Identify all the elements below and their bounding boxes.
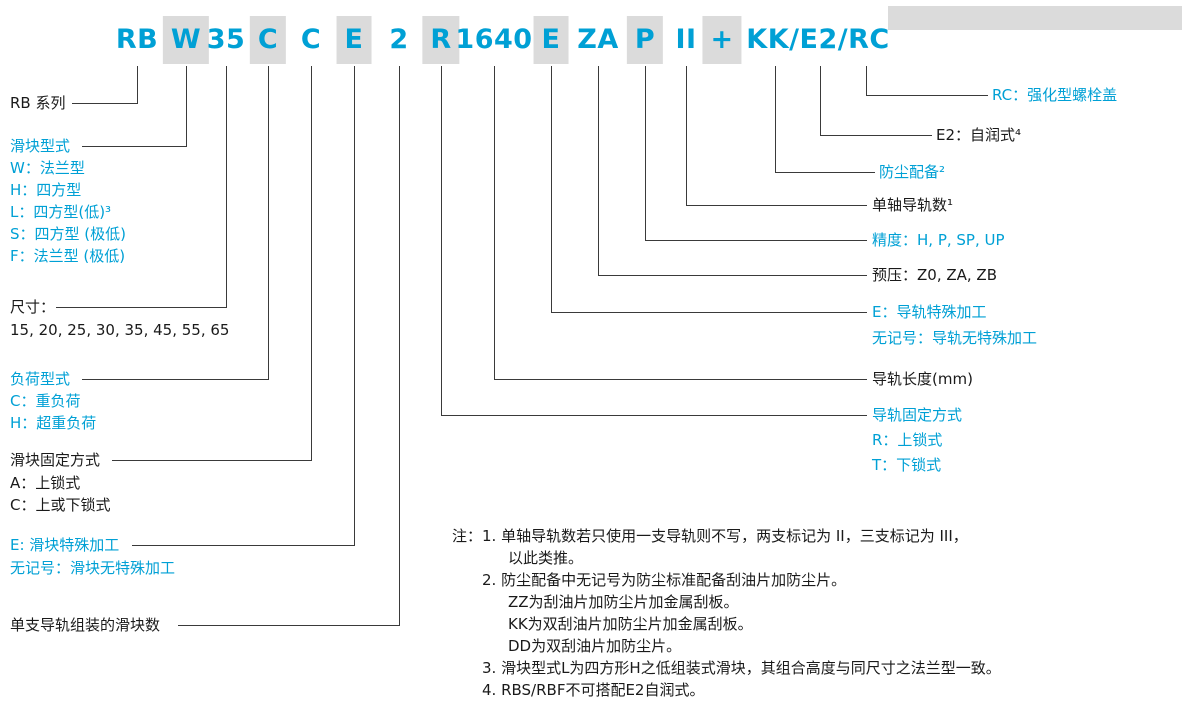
connector-rail-fixing-hline: [441, 415, 867, 416]
label-slider-fixing-opt-c: C：上或下锁式: [10, 496, 111, 514]
code-segment-preload: ZA: [577, 24, 619, 55]
connector-rc-vline: [866, 66, 867, 95]
label-slider-count-title: 单支导轨组装的滑块数: [10, 616, 161, 634]
connector-slider-fixing-vline: [311, 66, 312, 460]
label-rail-special-title: E：导轨特殊加工: [872, 303, 987, 321]
code-segment-slider-fixing: C: [300, 24, 322, 55]
label-slider-type-opt-h: H：四方型: [10, 181, 82, 199]
label-slider-fixing-title: 滑块固定方式: [10, 451, 101, 469]
label-series-title: RB 系列: [10, 94, 66, 112]
note-1-line-1: 1. 单轴导轨数若只使用一支导轨则不写，两支标记为 II，三支标记为 III，: [482, 527, 968, 545]
code-segment-options: KK/E2/RC: [746, 24, 890, 55]
connector-rail-special-hline: [551, 312, 867, 313]
label-self-lubrication: E2：自润式⁴: [936, 126, 1022, 144]
label-rail-special-none: 无记号：导轨无特殊加工: [872, 329, 1038, 347]
code-segment-rail-special: E: [533, 16, 569, 64]
label-bolt-cap: RC：强化型螺栓盖: [992, 86, 1118, 104]
note-2-line-4: DD为双刮油片加防尘片。: [508, 637, 682, 655]
connector-rail-special-vline: [551, 66, 552, 312]
code-segment-precision: P: [626, 16, 664, 64]
label-size-values: 15, 20, 25, 30, 35, 45, 55, 65: [10, 321, 230, 339]
connector-precision-hline: [645, 240, 867, 241]
label-load-type-title: 负荷型式: [10, 370, 71, 388]
code-segment-rail-fixing: R: [422, 16, 460, 64]
connector-series-vline: [137, 66, 138, 103]
label-load-type-opt-h: H：超重负荷: [10, 414, 97, 432]
note-4: 4. RBS/RBF不可搭配E2自润式。: [482, 681, 705, 699]
note-3: 3. 滑块型式L为四方形H之低组装式滑块，其组合高度与同尺寸之法兰型一致。: [482, 659, 1001, 677]
connector-e2-hline: [820, 135, 932, 136]
connector-load-type-hline: [82, 379, 269, 380]
connector-dust-vline: [775, 66, 776, 172]
code-segment-series: RB: [115, 24, 159, 55]
label-slider-special-title: E: 滑块特殊加工: [10, 536, 120, 554]
label-slider-type-opt-s: S：四方型 (极低): [10, 225, 126, 243]
connector-dust-hline: [775, 172, 875, 173]
note-2-line-2: ZZ为刮油片加防尘片加金属刮板。: [508, 593, 739, 611]
connector-preload-hline: [598, 275, 867, 276]
label-precision: 精度：H, P, SP, UP: [872, 231, 1005, 249]
note-2-line-3: KK为双刮油片加防尘片加金属刮板。: [508, 615, 753, 633]
connector-load-type-vline: [268, 66, 269, 379]
code-segment-plus: +: [702, 16, 742, 64]
connector-slider-count-vline: [399, 66, 400, 625]
label-slider-type-title: 滑块型式: [10, 137, 71, 155]
code-segment-size: 35: [206, 24, 246, 55]
label-rail-fixing-title: 导轨固定方式: [872, 406, 963, 424]
connector-rail-fixing-vline: [441, 66, 442, 415]
connector-rail-length-vline: [494, 66, 495, 379]
connector-e2-vline: [820, 66, 821, 135]
connector-slider-special-hline: [132, 545, 355, 546]
label-slider-fixing-opt-a: A：上锁式: [10, 474, 81, 492]
code-segment-slider-count: 2: [389, 24, 409, 55]
connector-slider-count-hline: [178, 625, 400, 626]
code-segment-rail-length: 1640: [455, 24, 533, 55]
connector-slider-type-vline: [186, 66, 187, 146]
connector-size-hline: [56, 307, 227, 308]
connector-rail-count-hline: [686, 205, 867, 206]
connector-preload-vline: [598, 66, 599, 275]
code-segment-slider-type: W: [162, 16, 210, 64]
code-segment-slider-special: E: [336, 16, 372, 64]
connector-rc-hline: [866, 95, 988, 96]
label-slider-type-opt-w: W：法兰型: [10, 159, 85, 177]
label-slider-special-none: 无记号：滑块无特殊加工: [10, 559, 176, 577]
label-preload: 预压：Z0, ZA, ZB: [872, 266, 997, 284]
label-load-type-opt-c: C：重负荷: [10, 392, 81, 410]
label-slider-type-opt-l: L：四方型(低)³: [10, 203, 112, 221]
label-rail-fixing-opt-t: T：下锁式: [872, 456, 942, 474]
connector-series-hline: [72, 103, 138, 104]
label-rail-count: 单轴导轨数¹: [872, 196, 954, 214]
note-2-line-1: 2. 防尘配备中无记号为防尘标准配备刮油片加防尘片。: [482, 571, 847, 589]
label-rail-fixing-opt-r: R：上锁式: [872, 431, 943, 449]
connector-slider-special-vline: [354, 66, 355, 545]
connector-rail-length-hline: [494, 379, 867, 380]
label-dust-protection: 防尘配备²: [879, 163, 946, 181]
label-rail-length: 导轨长度(mm): [872, 370, 973, 388]
connector-precision-vline: [645, 66, 646, 240]
connector-size-vline: [226, 66, 227, 307]
note-1-line-2: 以此类推。: [508, 549, 584, 567]
connector-rail-count-vline: [686, 66, 687, 205]
header-band: [888, 6, 1182, 30]
connector-slider-fixing-hline: [112, 460, 312, 461]
notes-label: 注：: [452, 527, 483, 545]
label-slider-type-opt-f: F：法兰型 (极低): [10, 247, 126, 265]
label-size-title: 尺寸：: [10, 298, 56, 316]
code-segment-load-type: C: [249, 16, 287, 64]
code-segment-rail-count: II: [675, 24, 697, 55]
connector-slider-type-hline: [82, 146, 187, 147]
